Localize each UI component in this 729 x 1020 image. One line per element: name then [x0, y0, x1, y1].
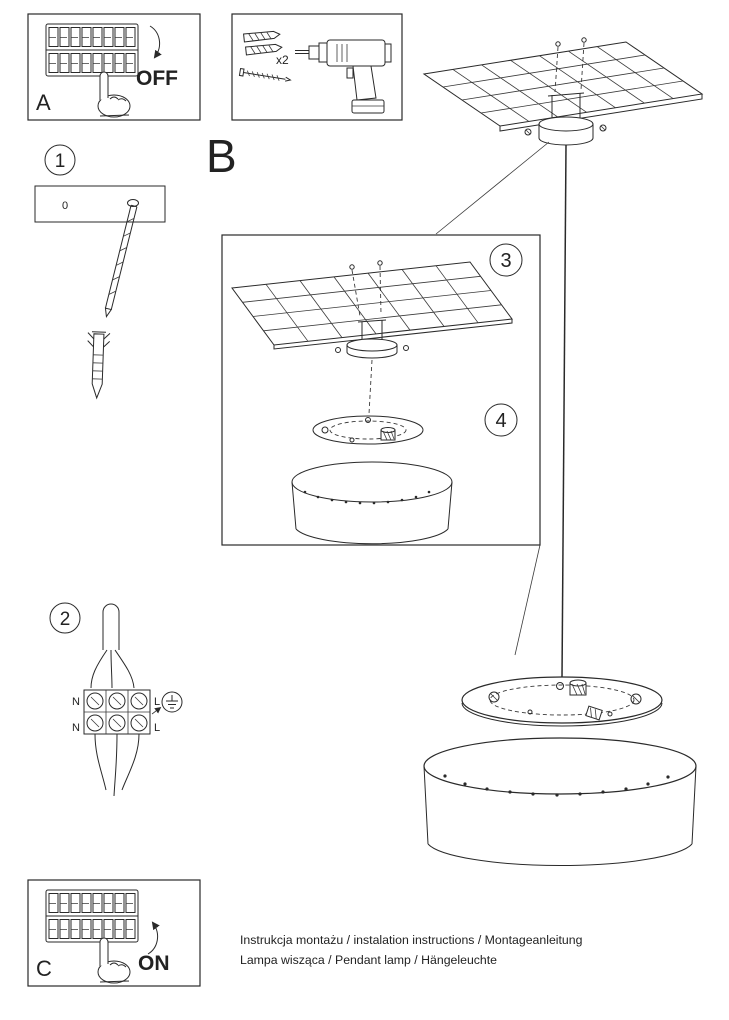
pendant-shade [423, 737, 697, 867]
off-arrow-icon [149, 25, 162, 59]
cable-grip-icon [569, 679, 587, 696]
cable-grip-icon [380, 427, 396, 441]
ceiling-grid [422, 37, 704, 132]
step-3-number: 3 [500, 250, 511, 272]
pendant-canopy [461, 676, 663, 727]
step-2-number: 2 [60, 609, 71, 630]
section-c-label: C [36, 956, 52, 981]
plate-mark-label: 0 [62, 200, 68, 212]
step-1-number: 1 [55, 151, 66, 172]
breaker-panel-icon [45, 23, 139, 77]
step-4-badge: 4 [484, 403, 518, 437]
wall-anchor-icon [87, 331, 111, 400]
step-1-badge: 1 [44, 144, 76, 176]
strain-relief-icon [585, 705, 603, 721]
plug-quantity-label: x2 [276, 53, 289, 67]
ground-symbol-icon [151, 691, 183, 715]
screw-icon [238, 67, 292, 82]
off-label: OFF [136, 67, 178, 90]
cable-sheath [102, 603, 120, 650]
inset-canopy [312, 415, 424, 445]
step-4-number: 4 [495, 410, 506, 432]
wire-l-top-label: L [154, 696, 160, 708]
ceiling-plate [34, 185, 166, 223]
pendant-cable [561, 144, 567, 679]
drill-icon [295, 39, 392, 114]
inset-mounting-bracket [335, 319, 409, 415]
wire-n-top-label: N [72, 696, 80, 708]
drill-hole [127, 199, 139, 207]
panel-c-box: ON C [27, 879, 201, 987]
drill-bit-icon [104, 204, 138, 318]
wiring-diagram: N L N L [72, 603, 183, 797]
wire-n-bottom-label: N [72, 722, 80, 734]
on-label: ON [138, 952, 170, 975]
inset-lamp-shade [291, 461, 453, 545]
section-a-label: A [36, 90, 51, 115]
on-arrow-icon [147, 921, 160, 955]
section-b-label: B [206, 130, 237, 182]
step-2-badge: 2 [49, 602, 81, 634]
tools-box: x2 [231, 13, 403, 121]
breaker-panel-icon [45, 889, 139, 943]
inset-ceiling-grid [231, 260, 513, 350]
inset-detail-box: 3 4 [221, 234, 541, 546]
ceiling-canopy [524, 92, 607, 146]
wire-l-bottom-label: L [154, 722, 160, 734]
leader-lines [435, 141, 550, 656]
terminal-block [83, 689, 151, 735]
footer-line-2: Lampa wisząca / Pendant lamp / Hängeleuc… [240, 953, 497, 967]
wall-plug-icons [243, 30, 283, 56]
panel-a-box: OFF A [27, 13, 201, 121]
step-3-badge: 3 [489, 243, 523, 277]
footer-line-1: Instrukcja montażu / instalation instruc… [240, 933, 583, 947]
step-1-drawing: 0 [34, 185, 166, 400]
